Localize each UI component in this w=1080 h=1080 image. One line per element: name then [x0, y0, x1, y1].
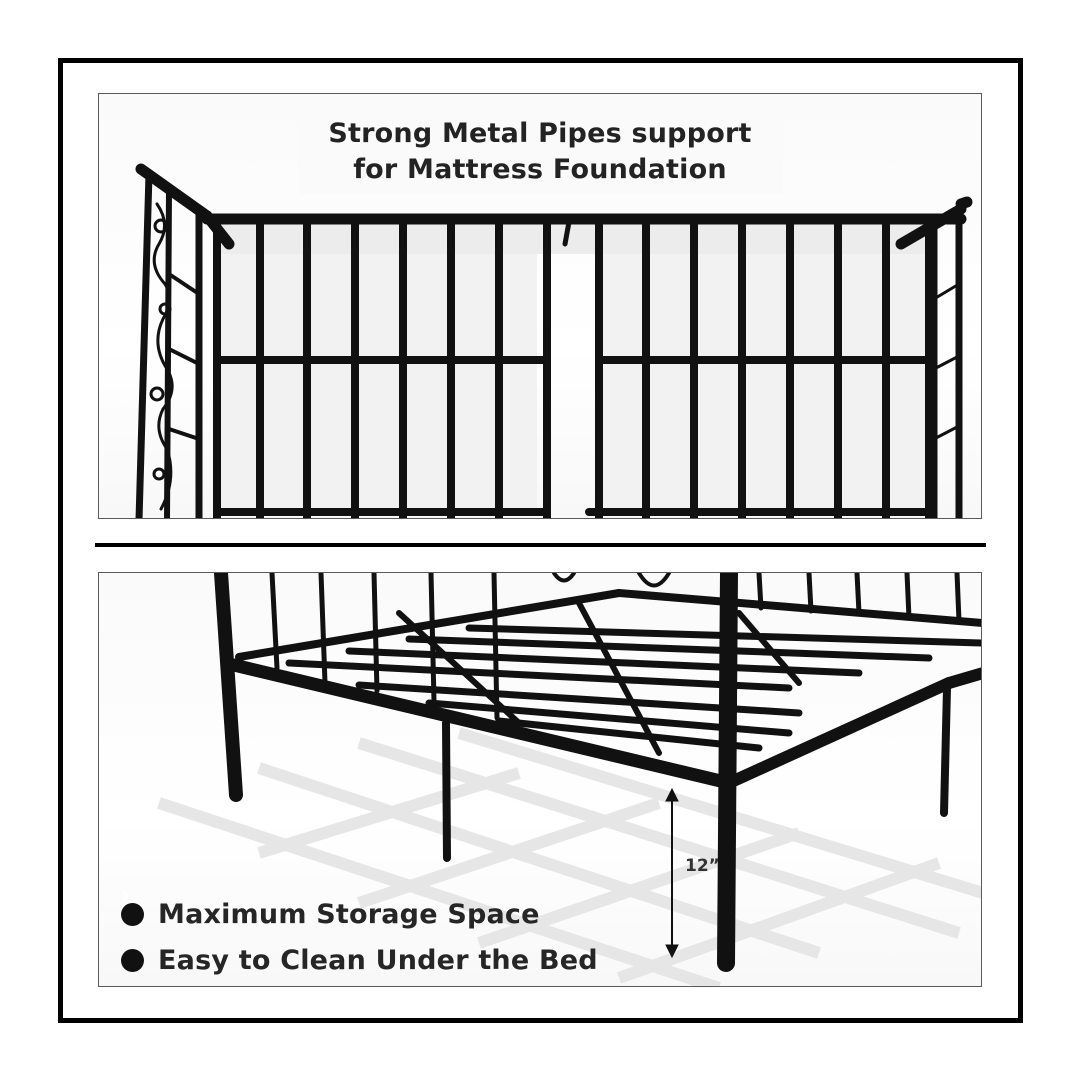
bed-frame-underbed-illustration: [157, 573, 981, 986]
feature-bullet-list: Maximum Storage Space Easy to Clean Unde…: [121, 891, 598, 983]
chevron-circle-right-icon: [121, 891, 144, 972]
feature-bullet-text: Easy to Clean Under the Bed: [158, 944, 598, 976]
section-divider: [95, 543, 986, 547]
feature-bullet: Maximum Storage Space: [121, 891, 598, 937]
bed-frame-closeup-illustration: [135, 104, 973, 518]
headline-line-1: Strong Metal Pipes support: [328, 118, 752, 149]
headline: Strong Metal Pipes support for Mattress …: [99, 116, 981, 188]
feature-bullet: Easy to Clean Under the Bed: [121, 891, 598, 983]
top-image-panel: Strong Metal Pipes support for Mattress …: [98, 93, 982, 519]
height-dimension-label: 12”: [685, 856, 720, 876]
double-arrow-vertical-icon: [665, 787, 679, 959]
bottom-image-panel: 12” Maximum Storage Space Easy to Clean …: [98, 572, 982, 987]
feature-bullet-text: Maximum Storage Space: [158, 898, 540, 930]
headline-line-2: for Mattress Foundation: [353, 154, 727, 185]
chevron-circle-right-icon: [121, 891, 144, 926]
